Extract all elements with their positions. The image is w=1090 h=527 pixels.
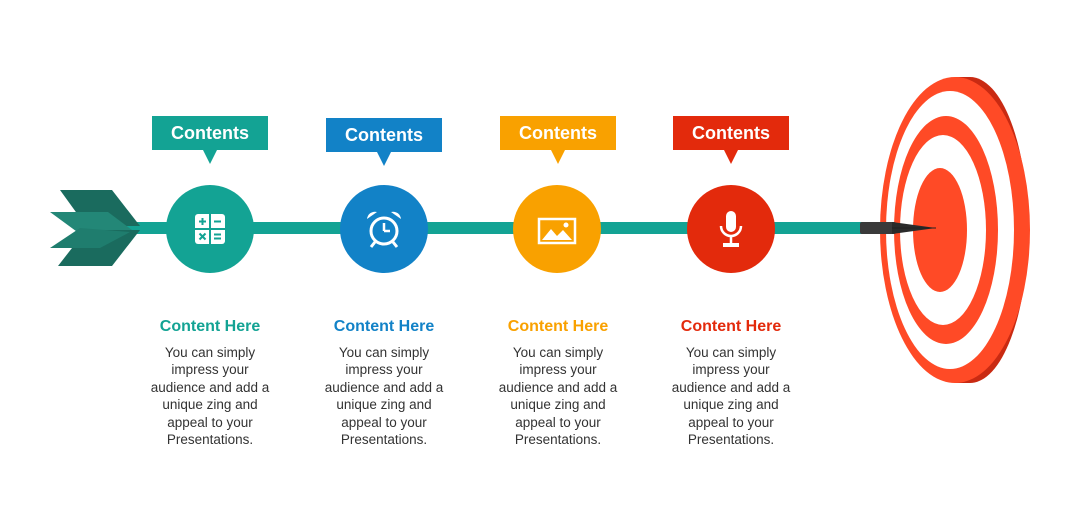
step-2-title: Content Here xyxy=(333,318,435,335)
step-3-circle xyxy=(513,185,601,273)
arrow-fletch-shade xyxy=(50,228,130,248)
target-bullseye xyxy=(913,168,967,292)
arrow-tip-base xyxy=(860,222,896,234)
microphone-icon xyxy=(719,211,743,247)
step-2-label-box: Contents xyxy=(326,118,442,166)
step-4-description: You can simply impress your audience and… xyxy=(671,345,791,448)
step-2-pointer xyxy=(377,152,391,166)
step-3-label-box: Contents xyxy=(500,116,616,164)
step-4-pointer xyxy=(724,150,738,164)
step-3-label: Contents xyxy=(519,123,597,143)
step-1-label: Contents xyxy=(171,123,249,143)
image-icon xyxy=(537,217,577,245)
arrow-fletch-mid xyxy=(50,212,132,234)
step-1-pointer xyxy=(203,150,217,164)
step-2-circle xyxy=(340,185,428,273)
step-2-label: Contents xyxy=(345,125,423,145)
calculator-icon xyxy=(195,214,225,244)
step-1-label-box: Contents xyxy=(152,116,268,164)
step-4-label-box: Contents xyxy=(673,116,789,164)
alarm-clock-icon xyxy=(367,211,401,248)
step-1-title: Content Here xyxy=(159,318,261,335)
step-4-title: Content Here xyxy=(680,318,782,335)
step-1-circle xyxy=(166,185,254,273)
step-1-description: You can simply impress your audience and… xyxy=(150,345,270,448)
step-4-circle xyxy=(687,185,775,273)
step-3-title: Content Here xyxy=(507,318,609,335)
step-3-description: You can simply impress your audience and… xyxy=(498,345,618,448)
arrow-shaft xyxy=(80,222,866,234)
step-2-description: You can simply impress your audience and… xyxy=(324,345,444,448)
step-4-label: Contents xyxy=(692,123,770,143)
step-3-pointer xyxy=(551,150,565,164)
